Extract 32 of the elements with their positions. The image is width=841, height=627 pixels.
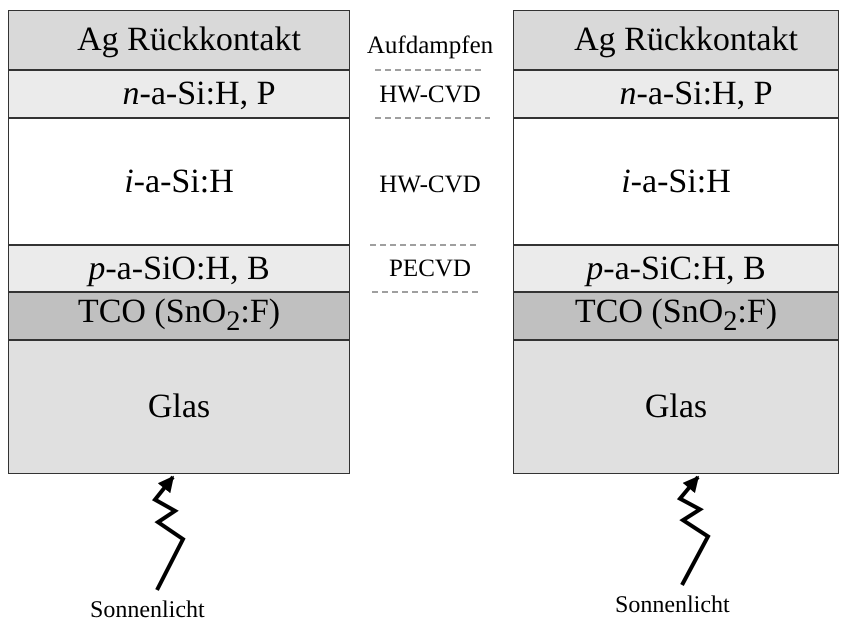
layer-box bbox=[8, 340, 350, 474]
lightning-arrow bbox=[152, 476, 186, 591]
layer-label: i-a-Si:H bbox=[124, 164, 234, 198]
layer-label: n-a-Si:H, P bbox=[618, 77, 772, 111]
layer-box bbox=[8, 292, 350, 340]
light-label: Sonnenlicht bbox=[90, 597, 205, 623]
layer-label: Ag Rückkontakt bbox=[76, 23, 301, 57]
layer-box bbox=[8, 10, 350, 70]
layer-box bbox=[8, 70, 350, 118]
layer-label: p-a-SiO:H, B bbox=[88, 252, 270, 286]
layer-label: Glas bbox=[644, 390, 708, 424]
method-label: HW-CVD bbox=[379, 82, 481, 107]
layer-label: p-a-SiC:H, B bbox=[586, 252, 766, 286]
layer-box bbox=[513, 340, 839, 474]
layer-box bbox=[513, 292, 839, 340]
method-label: Aufdampfen bbox=[366, 33, 494, 58]
layer-box bbox=[513, 10, 839, 70]
layer-label: i-a-Si:H bbox=[621, 164, 731, 198]
layer-label: n-a-Si:H, P bbox=[122, 77, 276, 111]
lightning-arrow bbox=[676, 476, 711, 586]
layer-label: Glas bbox=[148, 390, 210, 424]
method-label: PECVD bbox=[389, 256, 471, 281]
method-label: HW-CVD bbox=[379, 172, 481, 197]
layer-box bbox=[513, 70, 839, 118]
layer-box bbox=[513, 118, 839, 245]
layer-label: Ag Rückkontakt bbox=[573, 23, 798, 57]
layer-box bbox=[8, 118, 350, 245]
layer-label: TCO (SnO$_{2}$:F) bbox=[78, 295, 280, 337]
layer-label: TCO (SnO$_{2}$:F) bbox=[574, 295, 778, 337]
layer-box bbox=[513, 245, 839, 292]
layer-box bbox=[8, 245, 350, 292]
light-label: Sonnenlicht bbox=[615, 592, 730, 618]
